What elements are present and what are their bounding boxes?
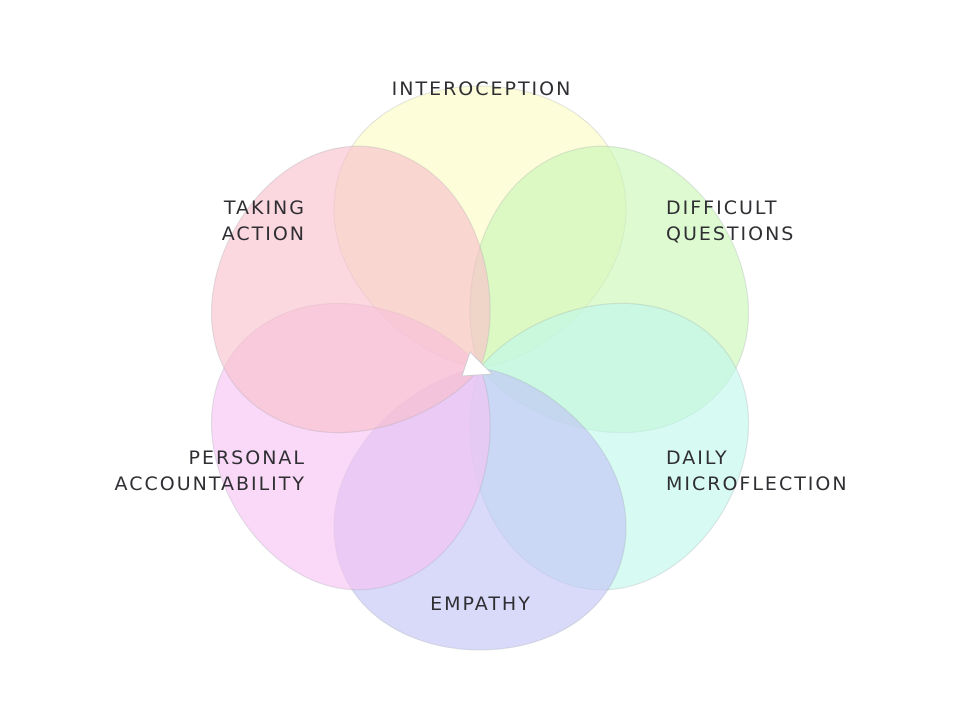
- label-interoception: INTEROCEPTION: [376, 76, 588, 102]
- label-line: ACTION: [221, 223, 306, 245]
- label-daily-microflection: DAILY MICROFLECTION: [666, 445, 886, 497]
- label-line: DIFFICULT: [666, 197, 779, 219]
- label-line: TAKING: [223, 197, 306, 219]
- label-line: EMPATHY: [430, 593, 532, 615]
- label-line: MICROFLECTION: [666, 473, 849, 495]
- label-line: PERSONAL: [188, 447, 306, 469]
- petal-taking-action: [210, 145, 491, 434]
- center-gap-shape: [461, 351, 493, 377]
- label-line: ACCOUNTABILITY: [114, 473, 306, 495]
- label-empathy: EMPATHY: [396, 591, 566, 617]
- label-line: INTEROCEPTION: [391, 78, 573, 100]
- label-taking-action: TAKING ACTION: [146, 195, 306, 247]
- label-personal-accountability: PERSONAL ACCOUNTABILITY: [64, 445, 306, 497]
- label-line: QUESTIONS: [666, 223, 796, 245]
- label-line: DAILY: [666, 447, 729, 469]
- label-difficult-questions: DIFFICULT QUESTIONS: [666, 195, 846, 247]
